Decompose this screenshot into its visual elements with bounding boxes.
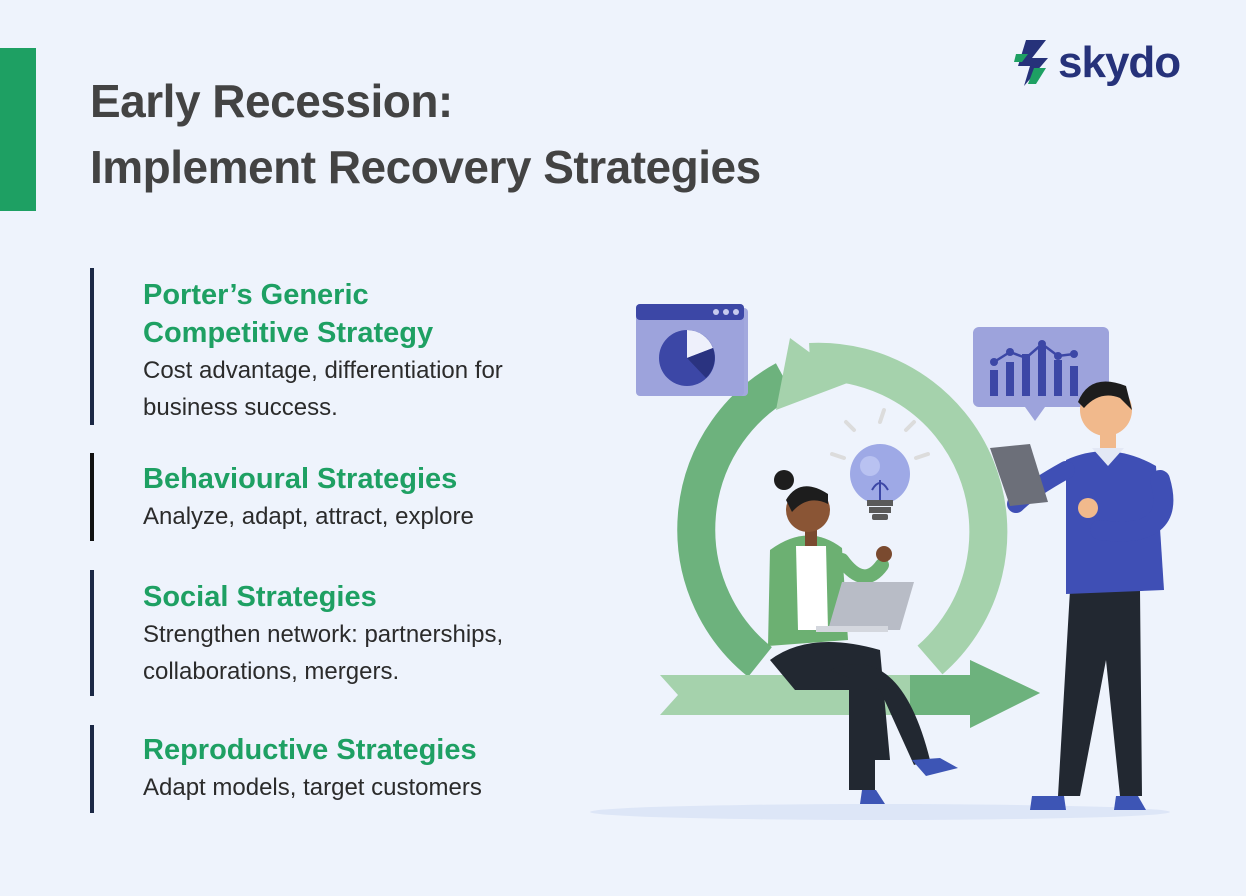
title-line-1: Early Recession: bbox=[90, 75, 453, 127]
strategy-title: Behavioural Strategies bbox=[143, 463, 458, 495]
strategy-behavioural: Behavioural Strategies Analyze, adapt, a… bbox=[90, 453, 474, 541]
strategy-reproductive: Reproductive Strategies Adapt models, ta… bbox=[90, 725, 482, 813]
strategy-description: Analyze, adapt, attract, explore bbox=[143, 503, 474, 530]
bar-line-chart-bubble-icon bbox=[973, 327, 1109, 421]
strategy-description: Strengthen network: partnerships, collab… bbox=[143, 621, 504, 685]
woman-with-laptop bbox=[768, 470, 958, 804]
strategy-title-line-1: Porter’s Generic bbox=[143, 279, 369, 311]
strategy-title: Social Strategies bbox=[143, 581, 377, 613]
strategy-title: Porter’s Generic Competitive Strategy bbox=[143, 276, 523, 352]
strategy-description: Adapt models, target customers bbox=[143, 774, 482, 801]
pie-chart-window-icon bbox=[636, 304, 748, 396]
logo-wordmark: skydo bbox=[1058, 38, 1181, 87]
page-title: Early Recession: Implement Recovery Stra… bbox=[90, 68, 761, 200]
strategy-title: Reproductive Strategies bbox=[143, 734, 477, 766]
strategy-porters: Porter’s Generic Competitive Strategy Co… bbox=[90, 268, 523, 425]
strategy-social: Social Strategies Strengthen network: pa… bbox=[90, 570, 563, 696]
strategy-description: Cost advantage, differentiation for busi… bbox=[143, 357, 503, 421]
skydo-logo: skydo bbox=[1014, 36, 1181, 90]
logo-text: skydo bbox=[1058, 38, 1181, 88]
accent-bar bbox=[0, 48, 36, 211]
business-illustration bbox=[590, 304, 1174, 820]
floor-shadow bbox=[590, 804, 1170, 820]
title-line-2: Implement Recovery Strategies bbox=[90, 141, 761, 193]
strategy-title-line-2: Competitive Strategy bbox=[143, 317, 434, 349]
lightbulb-icon bbox=[830, 408, 930, 520]
skydo-mark-icon bbox=[1014, 40, 1048, 86]
man-with-tablet bbox=[990, 381, 1174, 810]
